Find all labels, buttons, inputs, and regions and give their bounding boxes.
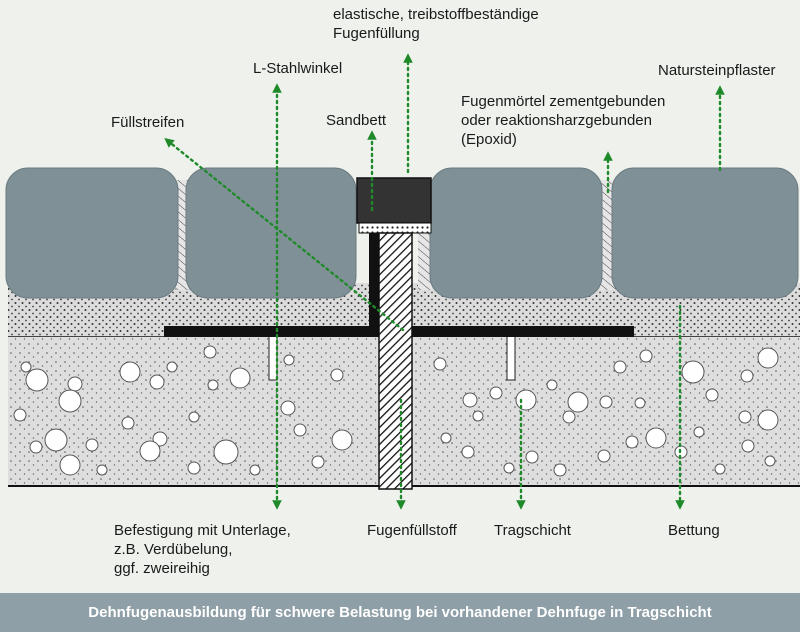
label-line: (Epoxid) (461, 131, 517, 148)
label-line: oder reaktionsharzgebunden (461, 112, 652, 129)
label-line: Natursteinpflaster (658, 62, 776, 79)
label-bedding: Bettung (668, 521, 720, 540)
label-l-steel-angle: L-Stahlwinkel (253, 59, 342, 78)
label-fastening: Befestigung mit Unterlage, z.B. Verdübel… (114, 521, 291, 578)
label-line: ggf. zweireihig (114, 560, 210, 577)
label-line: Bettung (668, 522, 720, 539)
label-line: Befestigung mit Unterlage, (114, 522, 291, 539)
label-filler-strip: Füllstreifen (111, 113, 184, 132)
label-joint-mortar: Fugenmörtel zementgebunden oder reaktion… (461, 92, 665, 149)
label-line: Tragschicht (494, 522, 571, 539)
label-line: z.B. Verdübelung, (114, 541, 233, 558)
joint-mortar (176, 180, 616, 290)
label-line: Fugenfüllstoff (367, 522, 457, 539)
label-line: elastische, treibstoffbeständige (333, 6, 539, 23)
figure-caption: Dehnfugenausbildung für schwere Belastun… (0, 593, 800, 632)
label-line: Sandbett (326, 112, 387, 129)
aggregate-pebbles (13, 345, 779, 477)
label-elastic-joint-filling: elastische, treibstoffbeständige Fugenfü… (333, 5, 539, 43)
label-sand-bed: Sandbett (326, 111, 386, 130)
label-base-course: Tragschicht (494, 521, 571, 540)
expansion-joint (164, 177, 634, 490)
label-line: Fugenfüllung (333, 25, 420, 42)
label-line: Füllstreifen (111, 114, 185, 131)
label-line: L-Stahlwinkel (253, 60, 343, 77)
stone-pavers (5, 167, 799, 299)
label-joint-filler: Fugenfüllstoff (367, 521, 457, 540)
leader-arrows (164, 53, 725, 510)
label-natural-stone-paving: Natursteinpflaster (658, 61, 776, 80)
label-line: Fugenmörtel zementgebunden (461, 93, 666, 110)
